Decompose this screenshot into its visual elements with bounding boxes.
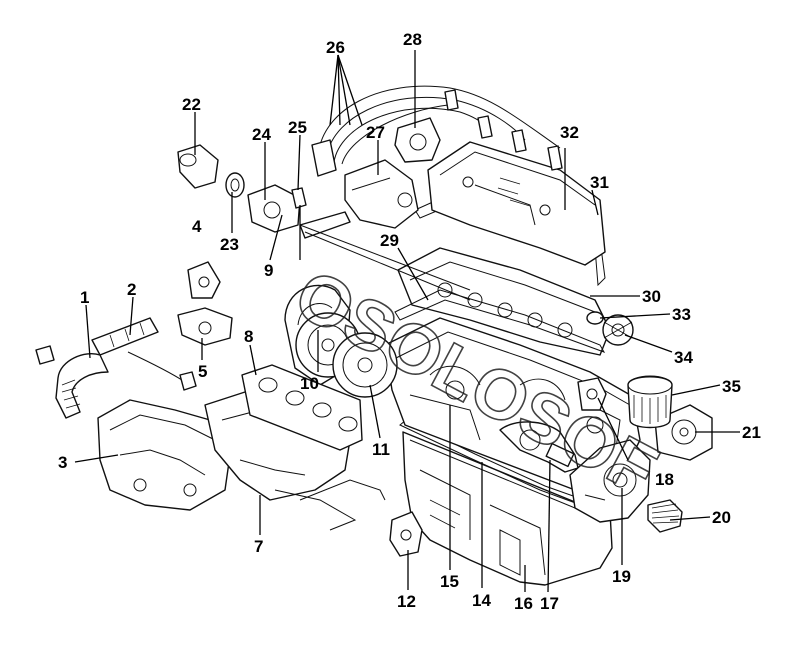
distributor: [311, 139, 419, 229]
engine-mount-bracket: [177, 307, 233, 346]
callout-1: 1: [80, 288, 89, 307]
thermostat-housing: [177, 144, 219, 189]
callout-10: 10: [300, 374, 319, 393]
callout-15: 15: [440, 572, 459, 591]
callout-labels: 1 2 3 4 5 7 8 9 10 11 12 14 15 16 17 18 …: [58, 30, 761, 613]
callout-5: 5: [198, 362, 207, 381]
callout-24: 24: [252, 125, 271, 144]
crank-gear: [647, 499, 683, 533]
oil-pressure-switch: [577, 377, 607, 411]
callout-17: 17: [540, 594, 559, 613]
callout-2: 2: [127, 280, 136, 299]
thermostat: [225, 172, 245, 198]
water-pipe: [299, 211, 471, 301]
crankshaft: [499, 421, 579, 473]
callout-29: 29: [380, 231, 399, 250]
leader-lines: [74, 50, 740, 593]
callout-28: 28: [403, 30, 422, 49]
callout-35: 35: [722, 377, 741, 396]
callout-12: 12: [397, 592, 416, 611]
callout-25: 25: [288, 118, 307, 137]
callout-27: 27: [366, 123, 385, 142]
callout-7: 7: [254, 537, 263, 556]
head-gasket: [394, 289, 606, 353]
distributor-cap: [394, 117, 441, 163]
oil-pump: [569, 439, 651, 523]
water-outlet: [247, 184, 301, 233]
exhaust-heat-shield: [97, 399, 231, 511]
valve-cover: [427, 141, 606, 266]
callout-20: 20: [712, 508, 731, 527]
callout-4: 4: [192, 217, 202, 236]
callout-31: 31: [590, 173, 609, 192]
callout-30: 30: [642, 287, 661, 306]
callout-8: 8: [244, 327, 253, 346]
callout-9: 9: [264, 261, 273, 280]
engine-mount-upper: [187, 261, 221, 299]
callout-16: 16: [514, 594, 533, 613]
engine-block: [384, 317, 641, 499]
spark-plug-wires: [317, 85, 563, 171]
engine-mount-lower: [389, 511, 423, 557]
callout-18: 18: [655, 470, 674, 489]
exhaust-manifold-gasket: [241, 364, 363, 451]
callout-11: 11: [372, 440, 390, 459]
callout-32: 32: [560, 123, 579, 142]
callout-19: 19: [612, 567, 631, 586]
callout-21: 21: [742, 423, 761, 442]
callout-33: 33: [672, 305, 691, 324]
oil-filter: [627, 375, 673, 429]
callout-26: 26: [326, 38, 345, 57]
callout-3: 3: [58, 453, 67, 472]
callout-14: 14: [472, 591, 491, 610]
timing-gear: [295, 312, 398, 398]
callout-23: 23: [220, 235, 239, 254]
cam-gear: [602, 314, 634, 346]
exhaust-pipe: [35, 345, 109, 419]
callout-34: 34: [674, 348, 693, 367]
callout-22: 22: [182, 95, 201, 114]
